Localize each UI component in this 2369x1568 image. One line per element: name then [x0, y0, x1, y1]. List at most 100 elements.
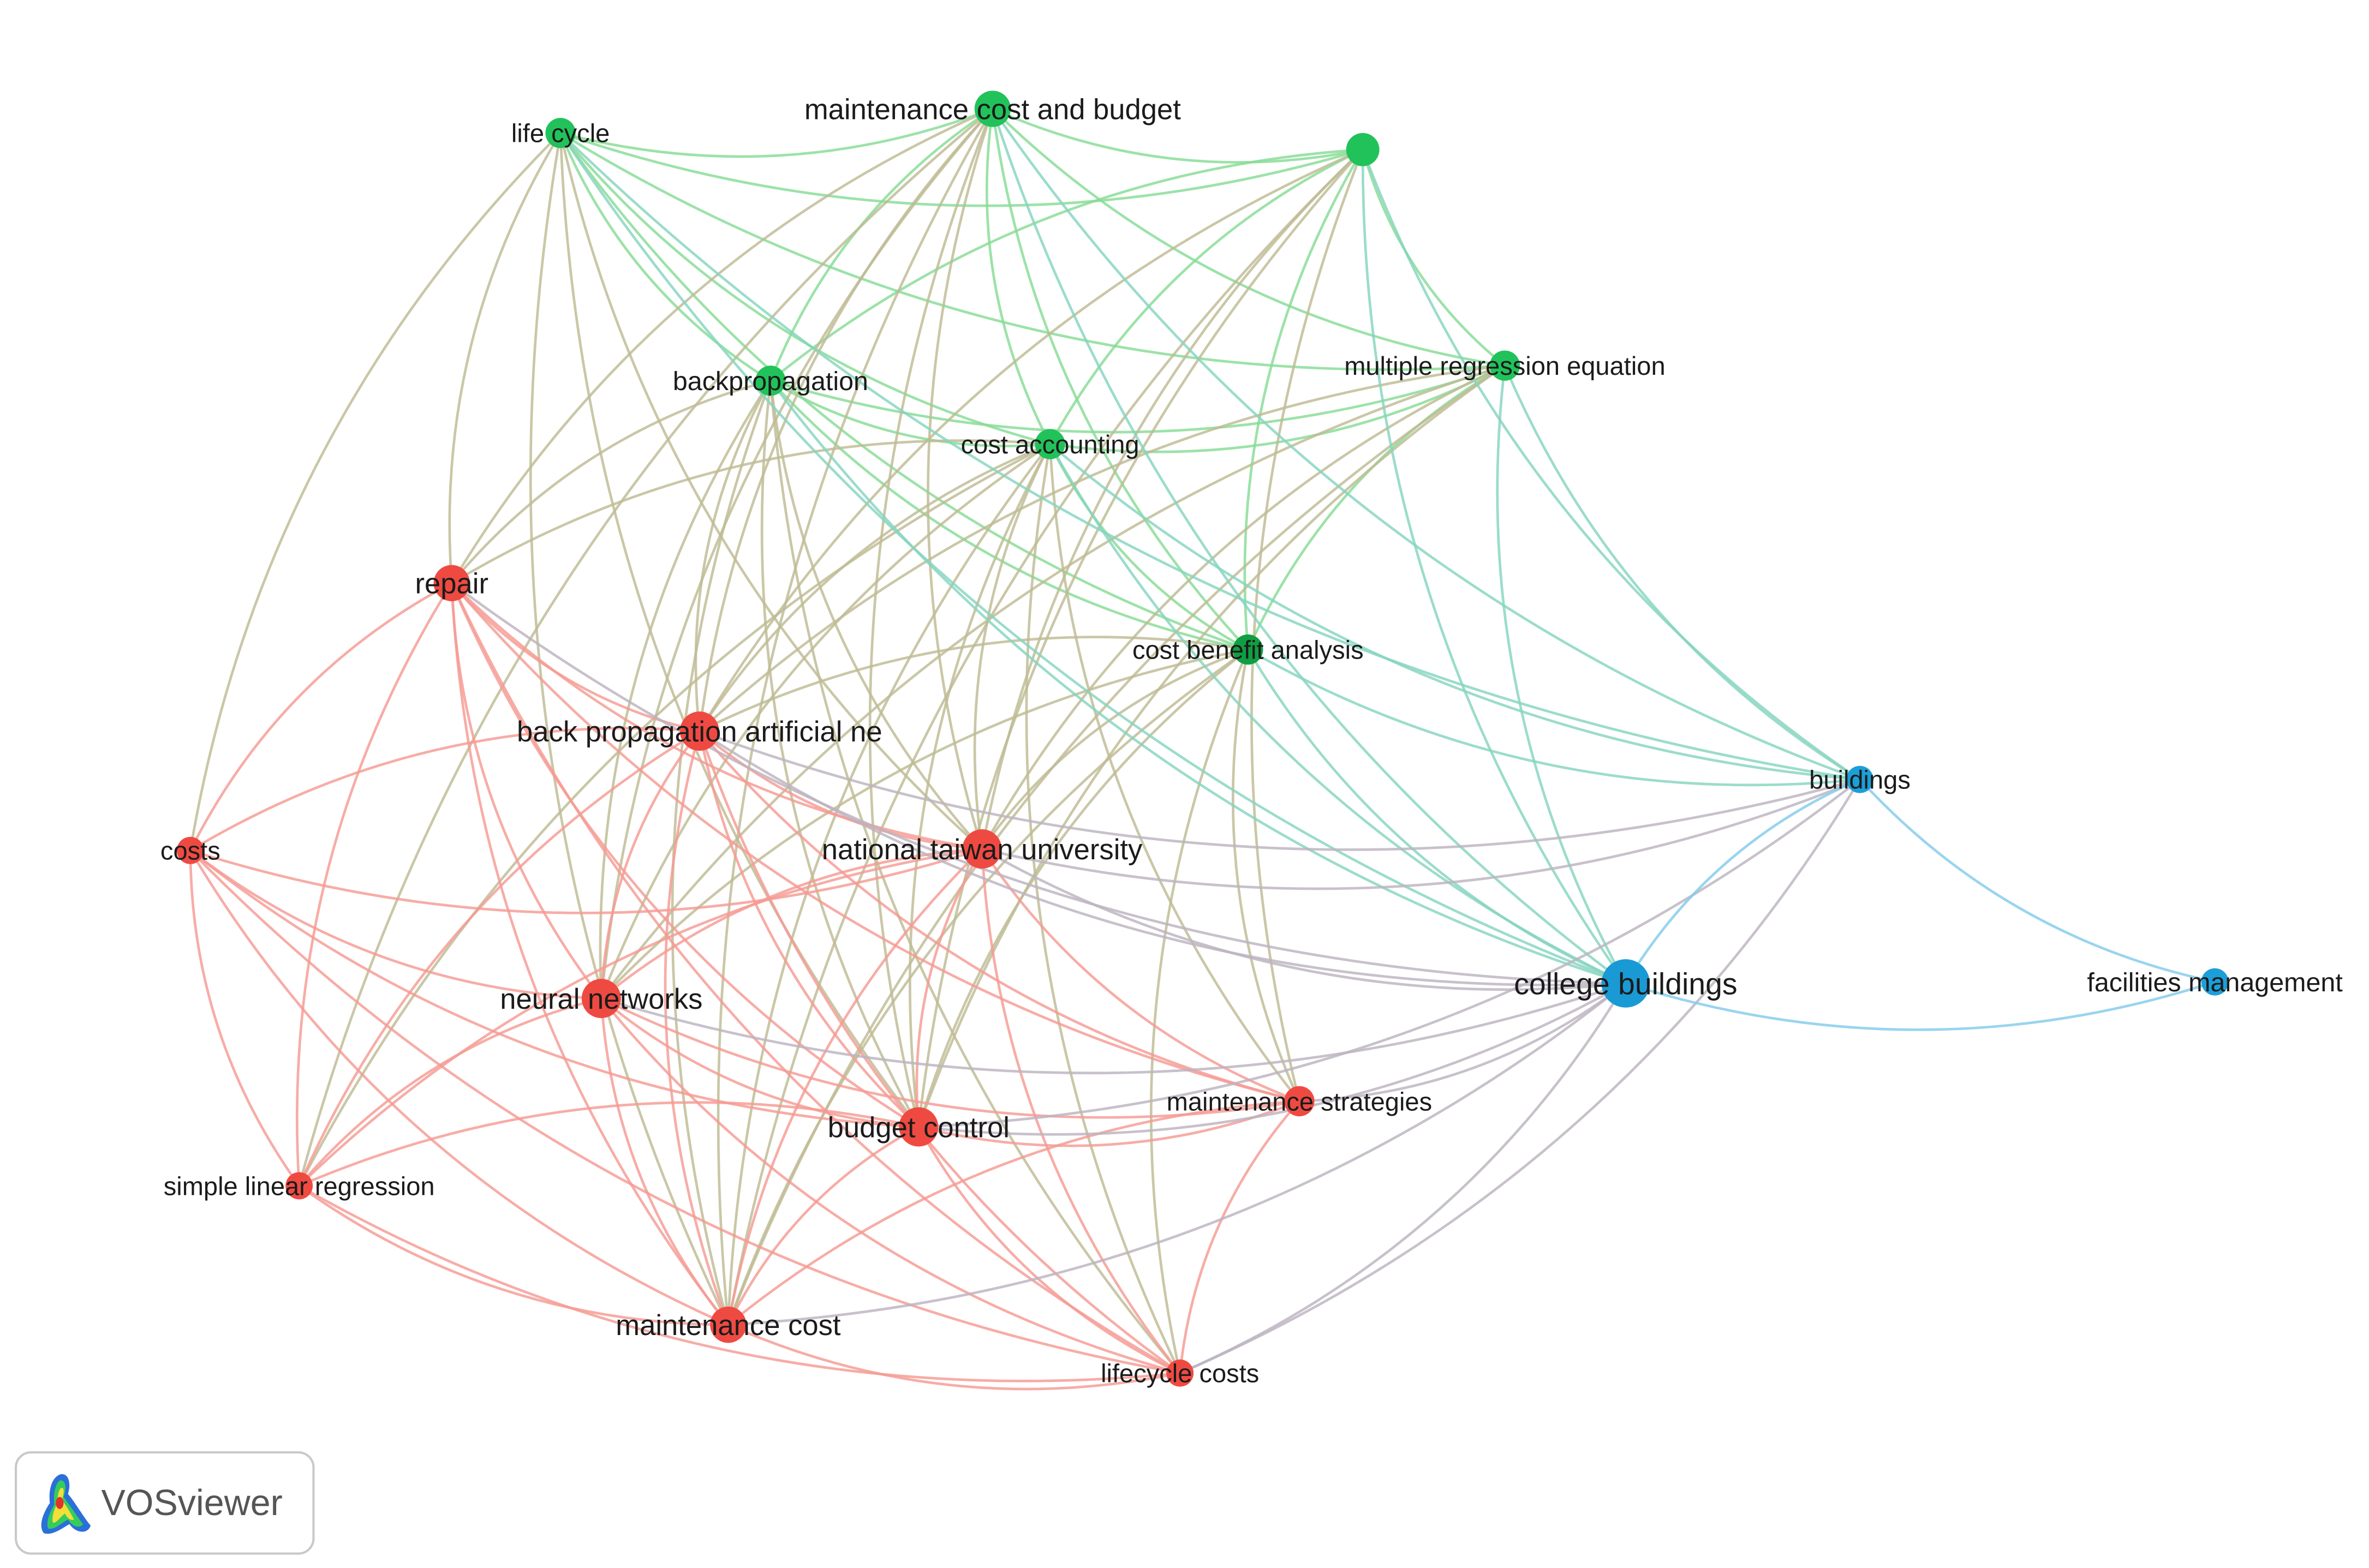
- link-edge: [559, 131, 1506, 371]
- link-edge: [769, 148, 1364, 382]
- keyword-node-neural-networks: [581, 979, 621, 1019]
- keyword-node-back-propagation-artificial-ne: [679, 711, 719, 751]
- keyword-label-maintenance-cost-and-budget: maintenance cost and budget: [804, 93, 1181, 125]
- link-edge: [981, 364, 1506, 851]
- keyword-label-simple-linear-regression: simple linear regression: [164, 1171, 435, 1200]
- link-edge: [917, 148, 1364, 1128]
- keyword-label-maintenance-strategies: maintenance strategies: [1167, 1087, 1432, 1116]
- link-edge: [981, 648, 1250, 851]
- link-edge: [981, 847, 1627, 991]
- link-edge: [559, 131, 920, 1128]
- link-edge: [1503, 364, 1861, 781]
- keyword-node-maintenance-cost: [710, 1306, 747, 1343]
- vosviewer-heatmap-icon: [41, 1474, 91, 1534]
- link-edge: [1243, 148, 1364, 651]
- keyword-node-buildings: [1846, 765, 1873, 793]
- link-edge: [985, 107, 1052, 446]
- link-edge: [917, 1126, 1181, 1375]
- links-layer: [189, 107, 2216, 1391]
- keyword-label-lifecycle-costs: lifecycle costs: [1101, 1359, 1259, 1388]
- keyword-label-college-buildings: college buildings: [1514, 967, 1737, 1001]
- keyword-node-maintenance-strategies: [1284, 1086, 1315, 1117]
- link-edge: [450, 582, 920, 1128]
- keyword-label-budget-control: budget control: [828, 1111, 1010, 1144]
- link-edge: [1298, 982, 1627, 1103]
- link-edge: [769, 364, 1506, 434]
- link-edge: [727, 1100, 1301, 1326]
- link-edge: [1624, 980, 2216, 1031]
- keyword-label-cost-benefit-analysis: cost benefit analysis: [1132, 635, 1364, 664]
- link-edge: [189, 849, 301, 1187]
- link-edge: [189, 849, 1181, 1375]
- keyword-label-neural-networks: neural networks: [500, 983, 702, 1015]
- keyword-node-costs: [176, 836, 204, 864]
- link-edge: [600, 648, 1250, 1000]
- link-edge: [297, 442, 1052, 1187]
- link-edge: [297, 997, 603, 1187]
- keyword-node-facilities-management: [2201, 968, 2229, 996]
- link-edge: [600, 997, 920, 1128]
- link-edge: [559, 131, 772, 382]
- link-edge: [600, 997, 730, 1326]
- keyword-node-simple-linear-regression: [285, 1172, 313, 1200]
- link-edge: [1178, 1100, 1301, 1375]
- keyword-node-backpropagation: [755, 366, 786, 396]
- link-edge: [450, 582, 983, 851]
- link-edge: [717, 107, 994, 1326]
- keyword-label-buildings: buildings: [1809, 765, 1911, 794]
- link-edge: [727, 442, 1052, 1326]
- link-edge: [991, 107, 1861, 781]
- link-edge: [1496, 364, 1627, 985]
- link-edge: [769, 379, 1627, 985]
- link-edge: [1048, 442, 1301, 1103]
- link-edge: [1231, 648, 1301, 1103]
- link-edge: [973, 442, 1052, 851]
- logo-text: VOSviewer: [101, 1483, 282, 1523]
- link-edge: [297, 107, 994, 1187]
- link-edge: [727, 982, 1627, 1326]
- link-edge: [760, 379, 920, 1128]
- link-edge: [698, 729, 1181, 1375]
- keyword-label-backpropagation: backpropagation: [673, 367, 868, 396]
- keyword-node-lifecycle-costs: [1166, 1359, 1194, 1387]
- link-edge: [991, 107, 1506, 367]
- keyword-node-maintenance-cost-and-budget: [974, 91, 1011, 127]
- link-edge: [698, 107, 994, 733]
- keyword-node-unlabeled: [1346, 133, 1380, 166]
- link-edge: [297, 729, 701, 1187]
- link-edge: [1361, 148, 1861, 781]
- link-edge: [698, 729, 1861, 851]
- link-edge: [917, 982, 1627, 1136]
- link-edge: [915, 847, 983, 1128]
- link-edge: [1624, 778, 1861, 985]
- keyword-node-repair: [433, 565, 470, 602]
- link-edge: [991, 107, 1364, 164]
- link-edge: [450, 582, 730, 1326]
- keyword-label-national-taiwan-university: national taiwan university: [822, 834, 1143, 866]
- link-edge: [1178, 982, 1627, 1375]
- keyword-node-cost-benefit-analysis: [1233, 634, 1263, 665]
- vosviewer-logo: VOSviewer: [14, 1451, 315, 1555]
- link-edge: [698, 636, 1250, 733]
- link-edge: [600, 729, 701, 1000]
- link-edge: [1246, 648, 1627, 985]
- link-edge: [1246, 648, 1861, 787]
- link-edge: [927, 107, 994, 851]
- keyword-label-facilities-management: facilities management: [2087, 968, 2343, 997]
- link-edge: [599, 379, 772, 1000]
- link-edge: [917, 778, 1861, 1128]
- link-edge: [1048, 442, 1861, 781]
- link-edge: [189, 847, 983, 914]
- link-edge: [448, 131, 562, 585]
- link-edge: [981, 847, 1181, 1375]
- link-edge: [769, 379, 1181, 1375]
- link-edge: [450, 582, 1627, 985]
- link-edge: [297, 1184, 1181, 1383]
- link-edge: [297, 1101, 920, 1187]
- link-edge: [189, 849, 603, 1000]
- link-edge: [1048, 148, 1364, 446]
- link-edge: [189, 849, 920, 1128]
